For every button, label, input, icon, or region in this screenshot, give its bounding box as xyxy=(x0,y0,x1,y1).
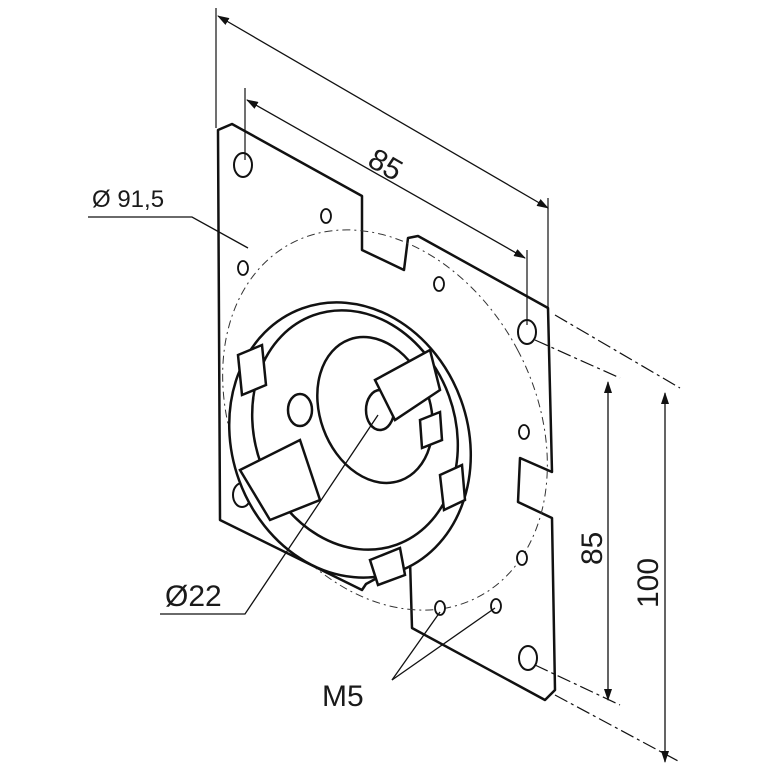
vertical-spacing-label: 85 xyxy=(576,532,609,565)
leader-lines xyxy=(88,216,496,681)
top-dimension-label: 85 xyxy=(363,142,408,187)
drive-hub xyxy=(227,301,473,587)
dimension-lines xyxy=(217,15,669,763)
circle-diameter-label: Ø 91,5 xyxy=(92,186,164,213)
thread-label: M5 xyxy=(322,680,364,713)
plate-height-label: 100 xyxy=(632,558,665,608)
hub-diameter-label: Ø22 xyxy=(165,580,222,613)
